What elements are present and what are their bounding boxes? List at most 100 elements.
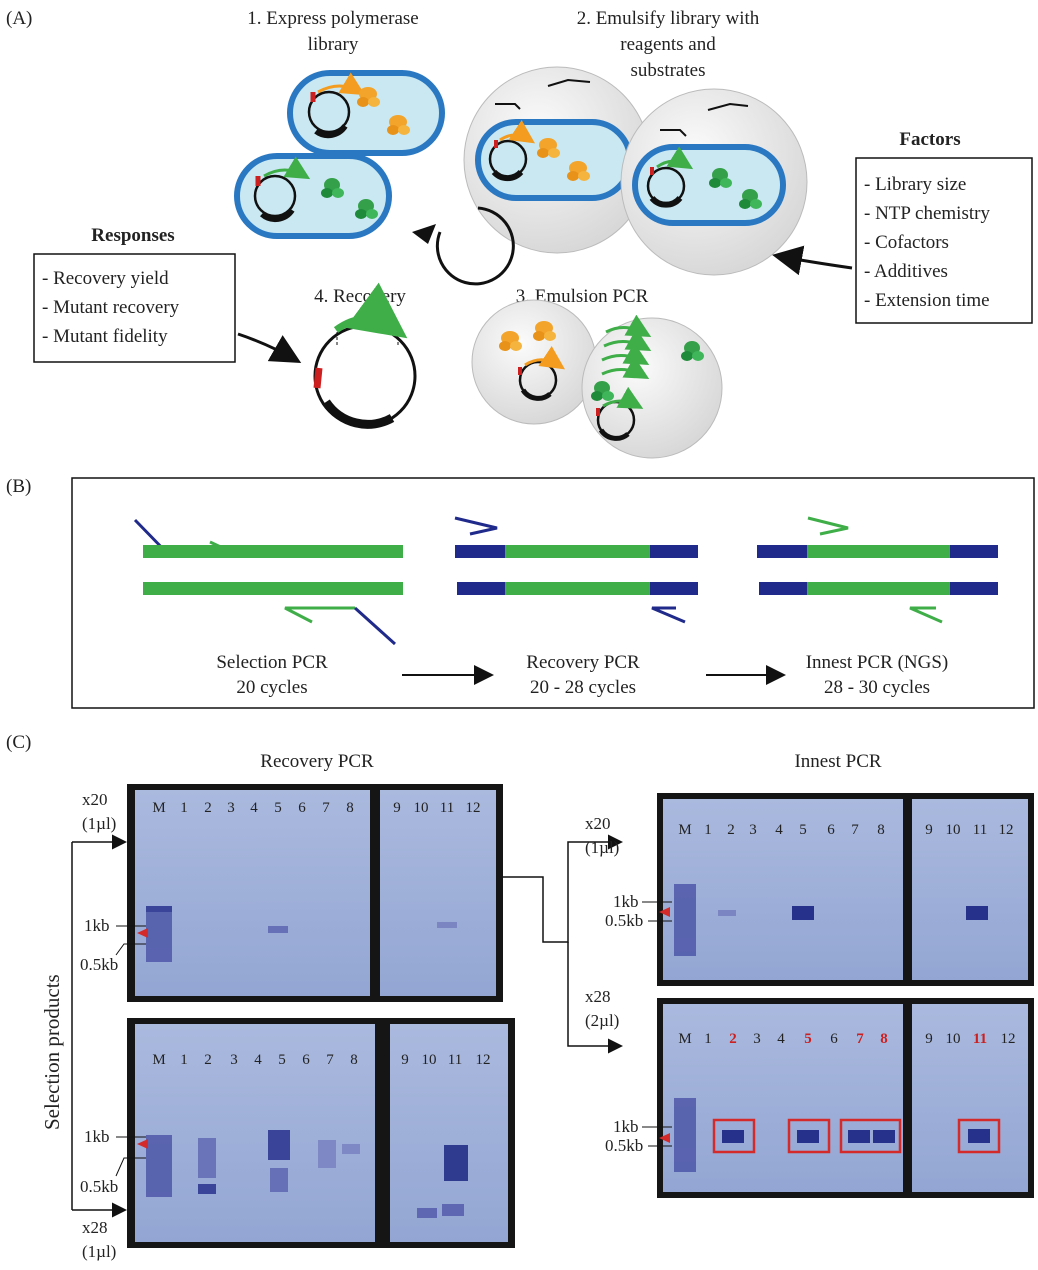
lane-label: 10 (946, 822, 961, 838)
lane-label: 1 (704, 1031, 712, 1047)
lane-label: 11 (448, 1052, 462, 1068)
lane-label: 2 (727, 822, 735, 838)
pcr-droplet-orange (471, 299, 597, 425)
response-item: - Mutant fidelity (42, 326, 168, 347)
bacterial-cell-green (234, 153, 392, 239)
marker-1kb: 1kb (613, 892, 639, 911)
recovery-gel-x28 (127, 1018, 515, 1248)
innest-top-volume: (1µl) (585, 838, 619, 857)
lane-label-highlighted: 11 (973, 1031, 987, 1047)
lane-label: 7 (851, 822, 859, 838)
pcr-droplet-green (581, 314, 723, 459)
lane-label: 11 (440, 800, 454, 816)
lane-label: 5 (274, 800, 282, 816)
responses-arrow (237, 332, 302, 363)
lane-label: 7 (326, 1052, 334, 1068)
lane-marker: M (678, 822, 691, 838)
stage-cycles: 28 - 30 cycles (824, 677, 930, 698)
lane-label: 2 (204, 800, 212, 816)
step2-label-line1: 2. Emulsify library with (577, 8, 760, 29)
factor-item: - Extension time (864, 290, 990, 311)
lane-label: 10 (414, 800, 429, 816)
lane-label: 6 (827, 822, 835, 838)
lane-label-highlighted: 5 (804, 1031, 812, 1047)
factor-item: - Cofactors (864, 232, 949, 253)
factor-item: - Library size (864, 174, 966, 195)
step2-label-line3: substrates (631, 60, 706, 81)
selection-pcr-diagram (133, 518, 403, 646)
lane-label: 6 (302, 1052, 310, 1068)
lane-label-highlighted: 2 (729, 1031, 737, 1047)
recovery-bottom-cycles: x28 (82, 1218, 108, 1237)
responses-title: Responses (91, 225, 174, 246)
innest-pcr-diagram (757, 516, 998, 624)
lane-label: 9 (925, 1031, 933, 1047)
stage-cycles: 20 cycles (236, 677, 307, 698)
factors-title: Factors (899, 129, 960, 150)
recovery-plasmid (313, 282, 417, 429)
recovery-bottom-volume: (1µl) (82, 1242, 116, 1261)
cycle-arrowhead (412, 224, 436, 244)
recovery-pcr-diagram (454, 516, 698, 624)
factor-item: - NTP chemistry (864, 203, 990, 224)
stage-name: Selection PCR (216, 652, 328, 673)
innest-top-cycles: x20 (585, 814, 611, 833)
lane-label: 9 (401, 1052, 409, 1068)
panel-c-label: (C) (6, 732, 31, 753)
lane-label: 3 (753, 1031, 761, 1047)
marker-05kb: 0.5kb (605, 1136, 643, 1155)
lane-label: 4 (775, 822, 783, 838)
marker-05kb: 0.5kb (605, 911, 643, 930)
recovery-top-volume: (1µl) (82, 814, 116, 833)
lane-label: 3 (230, 1052, 238, 1068)
responses-box (33, 253, 236, 363)
lane-label: 10 (422, 1052, 437, 1068)
lane-label: 11 (973, 822, 987, 838)
factors-box (855, 157, 1033, 324)
lane-label: 1 (180, 1052, 188, 1068)
lane-label: 9 (393, 800, 401, 816)
stage-cycles: 20 - 28 cycles (530, 677, 636, 698)
innest-bottom-volume: (2µl) (585, 1011, 619, 1030)
stage-name: Innest PCR (NGS) (806, 652, 949, 673)
lane-label: 3 (227, 800, 235, 816)
panel-b-label: (B) (6, 476, 31, 497)
marker-1kb: 1kb (613, 1117, 639, 1136)
lane-marker: M (678, 1031, 691, 1047)
lane-label: 7 (322, 800, 330, 816)
emulsion-droplet-green (620, 88, 808, 276)
marker-1kb: 1kb (84, 916, 110, 935)
lane-label-highlighted: 7 (856, 1031, 864, 1047)
lane-label: 8 (346, 800, 354, 816)
recovery-gel-x20 (127, 784, 503, 1002)
factors-arrow (772, 245, 853, 276)
lane-label: 12 (476, 1052, 491, 1068)
lane-label: 12 (1001, 1031, 1016, 1047)
step1-label-line1: 1. Express polymerase (247, 8, 418, 29)
selection-products-label: Selection products (40, 974, 64, 1130)
lane-label: 8 (877, 822, 885, 838)
lane-marker: M (152, 800, 165, 816)
emulsion-droplet-orange (463, 66, 651, 254)
step1-label-line2: library (308, 34, 359, 55)
lane-label: 12 (999, 822, 1014, 838)
lane-marker: M (152, 1052, 165, 1068)
lane-label: 12 (466, 800, 481, 816)
bacterial-cell-orange (287, 70, 445, 156)
innest-gel-x28 (657, 998, 1034, 1198)
step4-label: 4. Recovery (314, 286, 406, 307)
lane-label: 5 (799, 822, 807, 838)
recovery-pcr-title: Recovery PCR (260, 751, 374, 772)
response-item: - Recovery yield (42, 268, 169, 289)
marker-05kb: 0.5kb (80, 1177, 118, 1196)
cycle-arrow (435, 206, 515, 286)
marker-1kb: 1kb (84, 1127, 110, 1146)
connector-to-innest-x20 (503, 834, 623, 943)
marker-05kb: 0.5kb (80, 955, 118, 974)
factor-item: - Additives (864, 261, 948, 282)
innest-bottom-cycles: x28 (585, 987, 611, 1006)
lane-label: 1 (180, 800, 188, 816)
lane-label: 3 (749, 822, 757, 838)
step2-label-line2: reagents and (620, 34, 716, 55)
lane-label: 6 (830, 1031, 838, 1047)
